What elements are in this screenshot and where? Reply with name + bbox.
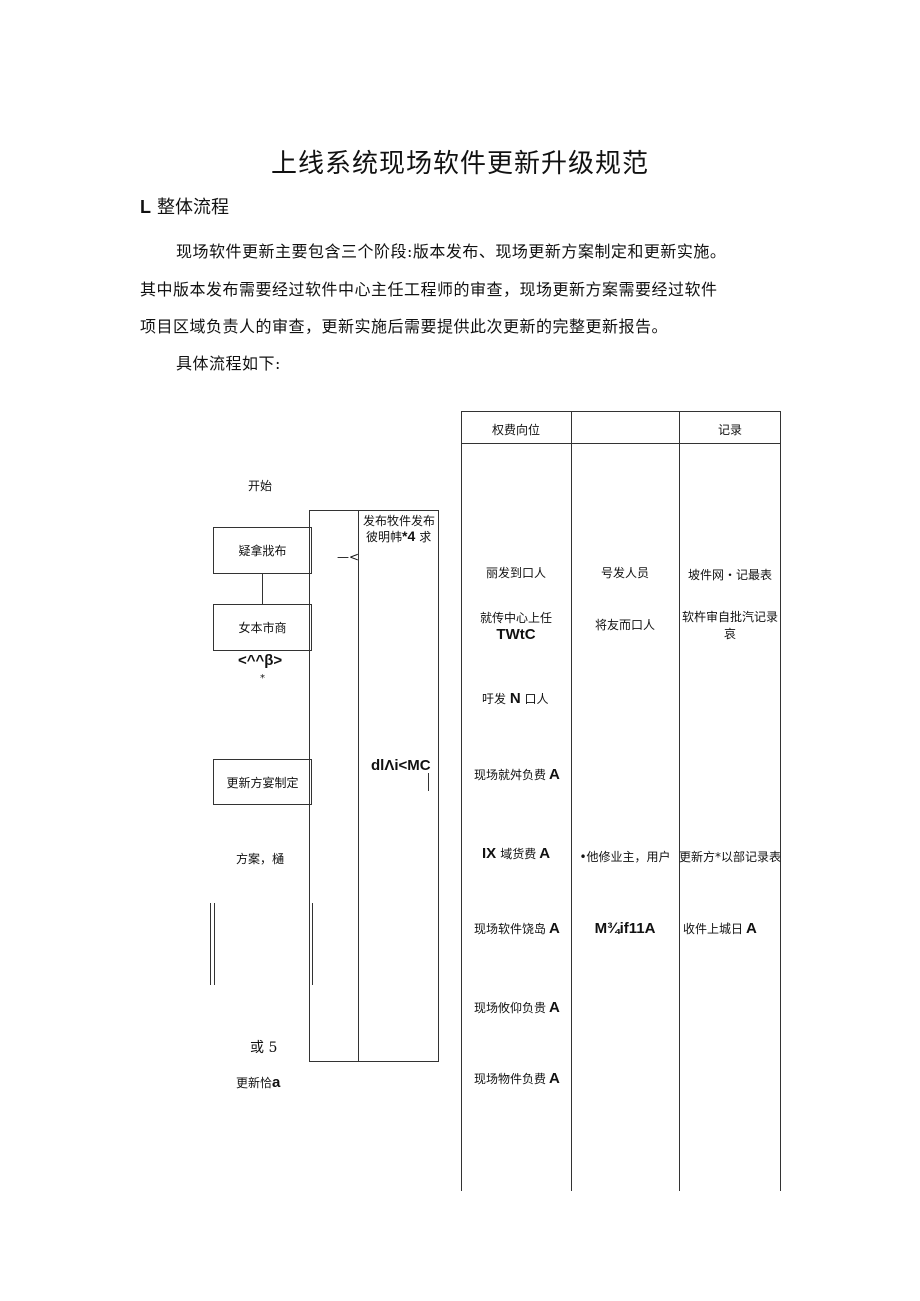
table-col1-row6-bold: A (549, 920, 560, 937)
table-header-rule (461, 443, 781, 444)
table-col-divider-2 (679, 411, 680, 1191)
paragraph-line-2: 其中版本发布需要经过软件中心主任工程师的审查，现场更新方案需要经过软件 (140, 280, 718, 299)
flow-frame-divider (358, 510, 359, 1062)
flow-start-label: 开始 (248, 479, 273, 493)
table-col2-row1: 号发人员 (600, 566, 649, 580)
table-col1-row5-lead: IX (482, 845, 497, 862)
paragraph-line-3: 项目区域负责人的审查，更新实施后需要提供此次更新的完整更新报告。 (140, 317, 669, 336)
flow-box-version-review: 女本市商 (213, 604, 312, 651)
flow-double-line-a (210, 903, 211, 985)
table-col1-row3-bold: N (509, 690, 521, 707)
flow-box-release-label: 疑拿戕布 (238, 544, 287, 558)
table-col2-row2: 将友而口人 (594, 618, 655, 632)
flow-double-line-b (214, 903, 215, 985)
table-header-record: 记录 (717, 423, 742, 437)
paragraph-line-1: 现场软件更新主要包含三个阶段:版本发布、现场更新方案制定和更新实施。 (176, 242, 727, 261)
flow-release-note-b: *4 (402, 528, 416, 544)
flow-box-version-review-label: 女本市商 (238, 621, 287, 635)
table-col3-row3: 更新方*以部记录表 (679, 850, 782, 864)
table-col1-row8-bold: A (549, 1070, 560, 1087)
table-col3-row2-line2: 哀 (723, 627, 736, 641)
flow-release-note-c: 求 (419, 530, 432, 544)
table-col1-row3-tail: 口人 (524, 692, 549, 706)
table-col1-row2-text: 就传中心上任 (479, 611, 552, 625)
flow-connector (262, 574, 263, 604)
flow-arrow: —< (337, 550, 360, 564)
flow-box-plan: 更新方宴制定 (213, 759, 312, 805)
table-col3-row4-text: 收件上城日 (683, 922, 744, 936)
flow-plan-review-label: 方案，樋 (236, 852, 285, 866)
flow-star: * (260, 673, 265, 684)
table-col1-row7-bold: A (549, 999, 560, 1016)
flow-release-note-line1: 发布牧件发布 (363, 514, 436, 528)
flow-release-note-a: 彼明帏 (366, 530, 403, 544)
responsibility-table (461, 411, 781, 1191)
table-col2-row4: M¾if11A (594, 920, 656, 937)
section-number: L (140, 197, 151, 217)
table-col2-row3: •他修业主，用户 (579, 850, 671, 864)
table-col1-row6-text: 现场软件饶岛 (474, 922, 547, 936)
flow-update-report-text: 更新恰 (236, 1076, 273, 1090)
flow-frame (309, 510, 439, 1062)
table-col3-row2-text: 软杵审自批汽记录 (681, 610, 778, 624)
section-heading: L 整体流程 (140, 193, 229, 219)
table-col3-row1: 坡件网・记最表 (687, 568, 772, 582)
flow-update-report: 更新恰a (236, 1074, 280, 1091)
table-col1-row4-text: 现场就舛负费 (474, 768, 547, 782)
table-col1-row2-bold: TWtC (496, 626, 536, 643)
flow-side-line (312, 903, 313, 985)
page-title: 上线系统现场软件更新升级规范 (270, 149, 649, 179)
table-col1-row5-text: 域货费 (500, 847, 537, 861)
table-col1-row4-bold: A (549, 766, 560, 783)
flow-update-report-mark: a (272, 1074, 281, 1091)
flow-box-release: 疑拿戕布 (213, 527, 312, 574)
table-col1-row1: 丽发到口人 (485, 566, 546, 580)
paragraph-line-4: 具体流程如下: (176, 354, 281, 373)
flow-mid-bar (428, 773, 429, 791)
table-col1-row2: 就传中心上任 TWtC (461, 609, 571, 643)
table-col1-row3: 吁发 N 口人 (482, 690, 549, 707)
flow-mid-code: dlΛi<MC (371, 757, 431, 774)
flow-box-plan-label: 更新方宴制定 (226, 775, 299, 790)
table-col1-row5-bold: A (539, 845, 551, 862)
table-header-department: 权费向位 (491, 423, 540, 437)
flow-symbol: <^^β> (238, 652, 283, 669)
flow-or-label: 或 5 (250, 1040, 278, 1056)
table-col1-row8-text: 现场物件负费 (474, 1072, 547, 1086)
table-col3-row4-bold: A (746, 920, 757, 937)
table-col3-row2: 软杵审自批汽记录 哀 (679, 608, 781, 642)
section-label: 整体流程 (157, 197, 229, 218)
table-col1-row7-text: 现场攸仰负贵 (474, 1001, 547, 1015)
table-col1-row3-text: 吁发 (482, 692, 507, 706)
table-col-divider-1 (571, 411, 572, 1191)
